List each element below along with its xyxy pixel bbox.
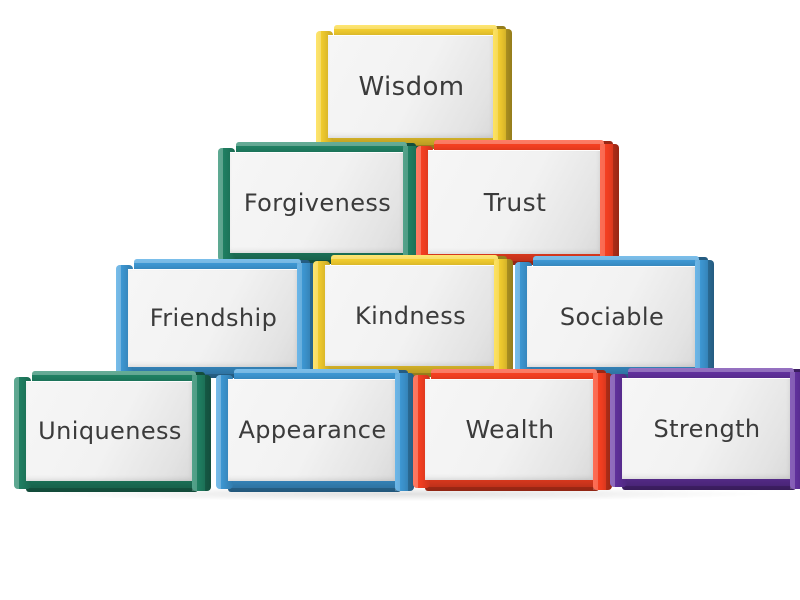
block-label: Forgiveness xyxy=(243,188,392,217)
block-label: Strength xyxy=(653,414,761,443)
block-frame-bottom xyxy=(425,478,599,491)
block-face: Appearance xyxy=(228,379,397,481)
value-block[interactable]: Appearance xyxy=(216,369,414,492)
value-block[interactable]: Wisdom xyxy=(316,25,512,149)
block-frame-right xyxy=(593,373,612,490)
block-frame-top xyxy=(628,368,794,381)
block-frame-top xyxy=(434,140,604,153)
block-frame-right xyxy=(192,375,211,491)
block-label: Trust xyxy=(483,187,547,217)
block-face: Kindness xyxy=(325,265,496,366)
value-block[interactable]: Sociable xyxy=(515,256,714,378)
block-label: Uniqueness xyxy=(38,417,182,445)
value-block[interactable]: Trust xyxy=(416,140,619,265)
block-label: Kindness xyxy=(354,301,467,330)
block-frame-right xyxy=(790,372,800,489)
block-label: Wisdom xyxy=(358,71,465,102)
value-block[interactable]: Uniqueness xyxy=(14,371,211,492)
value-block[interactable]: Strength xyxy=(610,368,800,490)
block-frame-right xyxy=(494,259,513,376)
block-frame-top xyxy=(334,25,497,38)
block-frame-top xyxy=(331,255,498,268)
block-frame-right xyxy=(600,144,619,264)
block-frame-top xyxy=(236,142,407,155)
block-label: Sociable xyxy=(559,302,665,331)
value-block[interactable]: Wealth xyxy=(413,369,612,491)
block-face: Sociable xyxy=(527,266,697,367)
block-face: Wealth xyxy=(425,379,595,480)
block-face: Friendship xyxy=(128,269,299,367)
block-face: Wisdom xyxy=(328,35,495,138)
block-frame-right xyxy=(695,260,714,377)
block-face: Forgiveness xyxy=(230,152,405,253)
block-face: Trust xyxy=(428,150,602,254)
block-frame-right xyxy=(493,29,512,148)
block-frame-right xyxy=(395,373,414,491)
value-block[interactable]: Forgiveness xyxy=(218,142,422,264)
value-block[interactable]: Friendship xyxy=(116,259,316,378)
block-frame-bottom xyxy=(622,477,796,490)
block-frame-top xyxy=(234,369,399,382)
block-frame-bottom xyxy=(26,479,198,492)
block-face: Strength xyxy=(622,378,792,479)
block-label: Wealth xyxy=(465,415,555,444)
block-label: Appearance xyxy=(238,416,387,444)
block-label: Friendship xyxy=(149,304,278,332)
block-frame-top xyxy=(431,369,597,382)
value-block[interactable]: Kindness xyxy=(313,255,513,377)
block-frame-top xyxy=(134,259,301,272)
block-frame-top xyxy=(32,371,196,384)
block-frame-bottom xyxy=(228,479,401,492)
block-frame-top xyxy=(533,256,699,269)
block-face: Uniqueness xyxy=(26,381,194,481)
